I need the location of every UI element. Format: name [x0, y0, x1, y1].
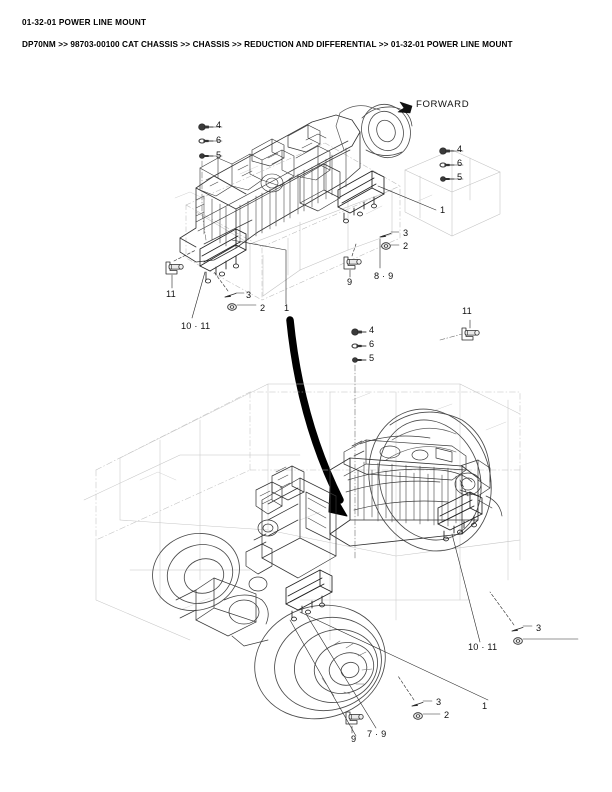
breadcrumb: DP70NM >> 98703-00100 CAT CHASSIS >> CHA…	[22, 40, 513, 49]
detail-zoom-arrow-icon	[286, 316, 348, 517]
bracket-part-upper-left	[165, 261, 184, 275]
small-parts-lower-middle	[411, 701, 424, 720]
callout-1-upper-left: 1	[284, 303, 290, 313]
callout-4-upper-left: 4	[216, 120, 222, 130]
fastener-stack-upper-right	[439, 147, 455, 182]
callout-10-11-lower: 10 · 11	[468, 642, 498, 652]
callout-9-lower: 9	[351, 734, 357, 744]
callout-2-upper-left: 2	[260, 303, 266, 313]
callout-3-upper-left: 3	[246, 290, 252, 300]
small-parts-lower-right	[511, 626, 524, 645]
bracket-part-upper-right	[343, 256, 362, 270]
upper-assembly-drawing	[165, 104, 501, 319]
small-parts-upper-left	[224, 292, 237, 311]
callout-2-upper-right: 2	[403, 241, 409, 251]
callout-6-lower: 6	[369, 339, 375, 349]
callout-5-upper-right: 5	[457, 172, 463, 182]
callout-8-9-upper: 8 · 9	[374, 271, 394, 281]
callout-3-lower-right: 3	[536, 623, 542, 633]
lower-assembly-drawing	[83, 319, 579, 737]
callout-3-upper-right: 3	[403, 228, 409, 238]
callout-11-upper-left: 11	[166, 289, 176, 299]
callout-5-lower: 5	[369, 353, 375, 363]
callout-7-9-lower: 7 · 9	[367, 729, 387, 739]
callout-1-lower: 1	[482, 701, 488, 711]
callout-3-lower-mid: 3	[436, 697, 442, 707]
callout-11-lower: 11	[462, 306, 472, 316]
callout-2-lower-mid: 2	[444, 710, 450, 720]
forward-arrow-icon	[397, 101, 413, 114]
fastener-stack-upper-left	[198, 123, 214, 214]
callout-4-lower: 4	[369, 325, 375, 335]
bracket-part-lower-right	[439, 319, 480, 341]
callout-1-upper-right: 1	[440, 205, 446, 215]
small-parts-upper-right	[379, 232, 392, 250]
callout-4-upper-right: 4	[457, 144, 463, 154]
callout-6-upper-left: 6	[216, 135, 222, 145]
page-title: 01-32-01 POWER LINE MOUNT	[22, 18, 147, 27]
callout-10-11-upper: 10 · 11	[181, 321, 211, 331]
callout-6-upper-right: 6	[457, 158, 463, 168]
callout-9-upper: 9	[347, 277, 353, 287]
forward-label: FORWARD	[416, 99, 470, 110]
callout-5-upper-left: 5	[216, 150, 222, 160]
fastener-stack-lower	[351, 328, 367, 561]
